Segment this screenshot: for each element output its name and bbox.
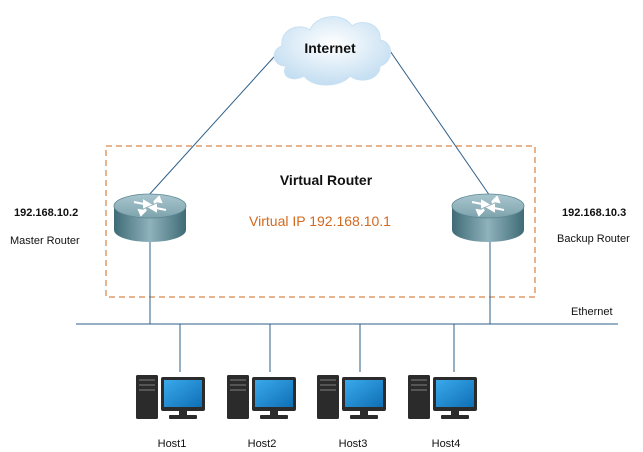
master-label: Master Router: [10, 235, 80, 247]
backup-router-icon: [451, 193, 525, 243]
host1-label: Host1: [158, 438, 187, 450]
host4-computer-icon: [408, 375, 477, 419]
backup-label: Backup Router: [557, 233, 630, 245]
host4-label: Host4: [432, 438, 461, 450]
cloud-icon: [273, 16, 391, 86]
backup-uplink: [387, 47, 491, 197]
master-uplink: [147, 47, 283, 197]
host3-computer-icon: [317, 375, 386, 419]
backup-ip: 192.168.10.3: [562, 207, 626, 219]
host3-label: Host3: [339, 438, 368, 450]
host2-label: Host2: [248, 438, 277, 450]
master-router-icon: [113, 193, 187, 243]
ethernet-label: Ethernet: [571, 306, 613, 318]
virtual-router-box: [105, 145, 536, 298]
host2-computer-icon: [227, 375, 296, 419]
virtual-router-label: Virtual Router: [280, 172, 373, 188]
internet-label: Internet: [304, 40, 356, 56]
master-ip: 192.168.10.2: [14, 207, 78, 219]
virtual-ip-label: Virtual IP 192.168.10.1: [249, 213, 391, 229]
host1-computer-icon: [136, 375, 205, 419]
